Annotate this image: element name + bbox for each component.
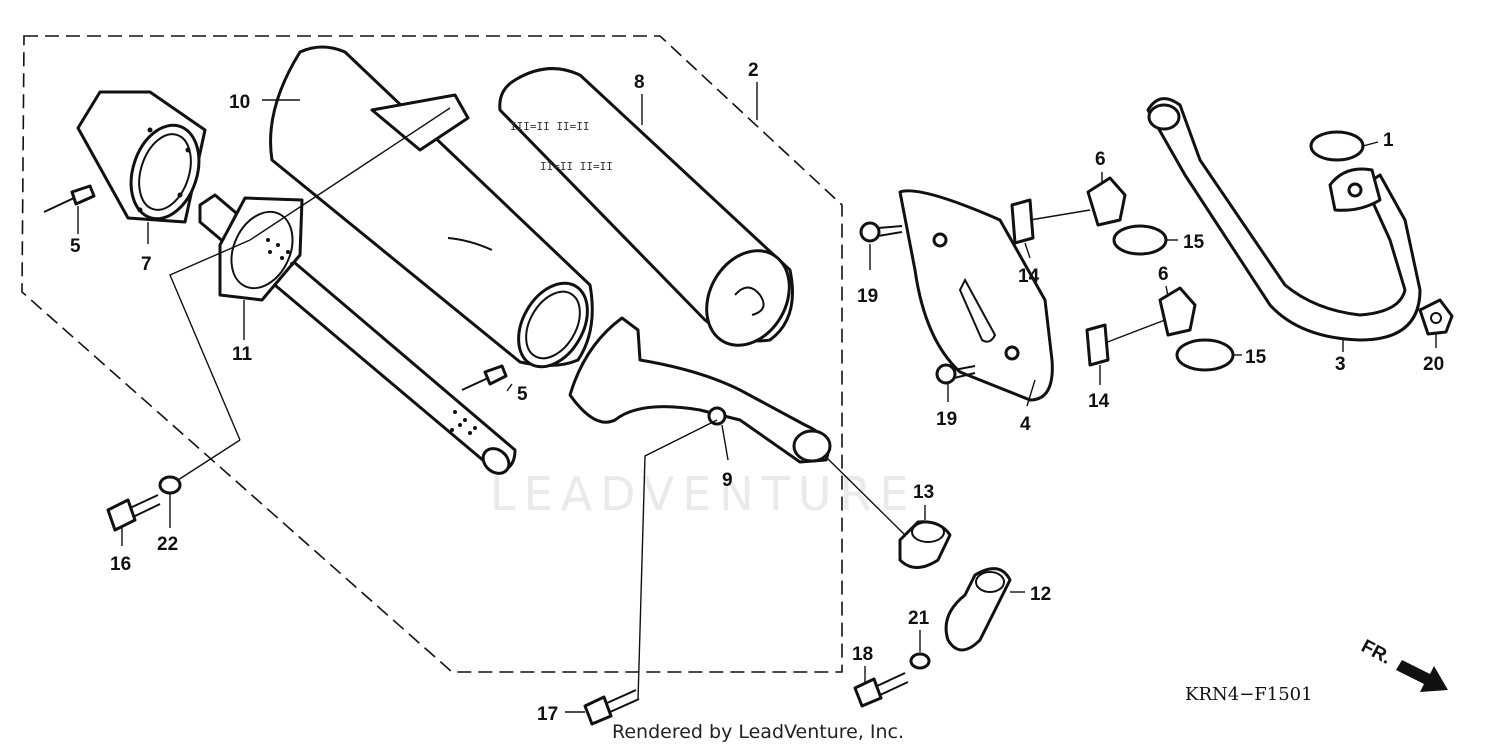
callout-17[interactable]: 17	[537, 704, 558, 725]
band-part-15-upper[interactable]	[1112, 224, 1168, 256]
clip-part-14-lower[interactable]	[1085, 323, 1110, 367]
callout-12[interactable]: 12	[1030, 584, 1051, 605]
front-direction-indicator: FR.	[1358, 636, 1448, 692]
callout-8[interactable]: 8	[634, 72, 645, 93]
pipe-band-part[interactable]	[944, 567, 1012, 652]
callout-6b[interactable]: 6	[1158, 264, 1169, 285]
bolt-part-19-lower[interactable]	[935, 363, 976, 385]
assembly-outline	[21, 35, 843, 673]
callout-5a[interactable]: 5	[70, 236, 81, 257]
washer-part-22[interactable]	[158, 475, 182, 495]
nut-part-6-lower[interactable]	[1158, 286, 1197, 337]
callout-18[interactable]: 18	[852, 644, 873, 665]
washer-part-21[interactable]	[909, 652, 931, 670]
rivet-part-upper[interactable]	[43, 184, 96, 213]
callout-13[interactable]: 13	[913, 482, 934, 503]
band-part-15-lower[interactable]	[1175, 338, 1235, 372]
svg-text:II=II II=II: II=II II=II	[540, 160, 613, 173]
callout-15a[interactable]: 15	[1183, 232, 1205, 253]
rivet-part-lower[interactable]	[461, 364, 508, 391]
rendered-by-footer: Rendered by LeadVenture, Inc.	[612, 721, 904, 743]
nut-part-6-upper[interactable]	[1086, 176, 1127, 227]
clip-part-14-upper[interactable]	[1010, 198, 1035, 245]
muffler-packing-part[interactable]: III=II II=II II=II II=II	[498, 67, 806, 361]
muffler-shell-part[interactable]	[269, 45, 602, 379]
leader-lines	[77, 82, 1437, 713]
inner-tube-part[interactable]	[198, 193, 517, 478]
callout-11[interactable]: 11	[232, 344, 253, 365]
callout-21[interactable]: 21	[908, 608, 930, 629]
callout-1[interactable]: 1	[1383, 130, 1394, 151]
callout-4[interactable]: 4	[1020, 414, 1031, 435]
callout-19b[interactable]: 19	[936, 409, 957, 430]
callout-3[interactable]: 3	[1335, 354, 1346, 375]
diagram-code: KRN4−F1501	[1185, 684, 1313, 705]
callout-labels: 1 2 3 4 5 5 6 6 7 8 9 10 11 12 13 14 14 …	[70, 60, 1444, 725]
direction-label: FR.	[1358, 636, 1395, 669]
bolt-part-16[interactable]	[106, 494, 161, 532]
bolt-part-19-upper[interactable]	[859, 221, 903, 243]
bolt-part-17[interactable]	[583, 689, 640, 726]
collar-part[interactable]	[898, 520, 952, 569]
callout-5b[interactable]: 5	[517, 384, 528, 405]
callout-16[interactable]: 16	[110, 554, 131, 575]
callout-9[interactable]: 9	[722, 470, 733, 491]
callout-22[interactable]: 22	[157, 534, 178, 555]
exhaust-pipe-part[interactable]	[1146, 97, 1422, 342]
callout-15b[interactable]: 15	[1245, 347, 1267, 368]
svg-text:III=II II=II: III=II II=II	[510, 120, 589, 133]
bolt-part-18[interactable]	[853, 672, 909, 708]
front-arrow-icon	[1396, 660, 1448, 692]
watermark: LEADVENTURE	[490, 467, 917, 521]
callout-14a[interactable]: 14	[1018, 266, 1040, 287]
callout-14b[interactable]: 14	[1088, 391, 1110, 412]
callout-20[interactable]: 20	[1423, 354, 1444, 375]
end-cap-part[interactable]	[76, 90, 210, 228]
gasket-part-1[interactable]	[1309, 130, 1365, 162]
heat-protector-part[interactable]	[898, 189, 1054, 402]
connecting-pipe-part[interactable]	[568, 316, 832, 464]
nut-part-20[interactable]	[1418, 298, 1454, 336]
callout-19a[interactable]: 19	[857, 286, 878, 307]
callout-10[interactable]: 10	[229, 92, 250, 113]
callout-7[interactable]: 7	[141, 254, 152, 275]
callout-2[interactable]: 2	[748, 60, 759, 81]
callout-6a[interactable]: 6	[1095, 149, 1106, 170]
